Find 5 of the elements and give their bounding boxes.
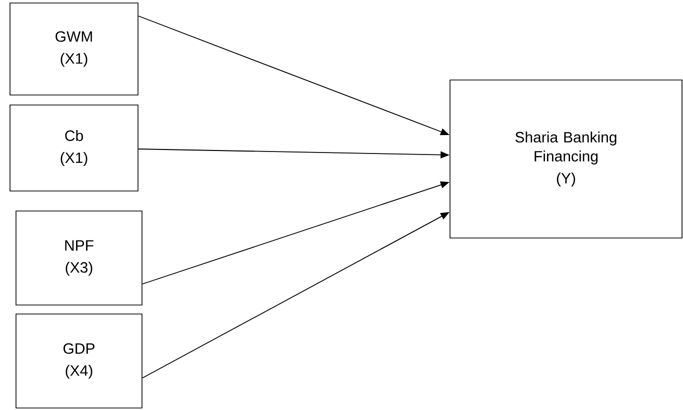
variable-box: GDP (X4) <box>16 314 142 408</box>
variable-box: GWM (X1) <box>10 2 138 96</box>
variable-box: Cb (X1) <box>10 104 138 192</box>
variable-box: Sharia Banking Financing (Y) <box>450 80 682 238</box>
variable-box: NPF (X3) <box>16 210 142 306</box>
